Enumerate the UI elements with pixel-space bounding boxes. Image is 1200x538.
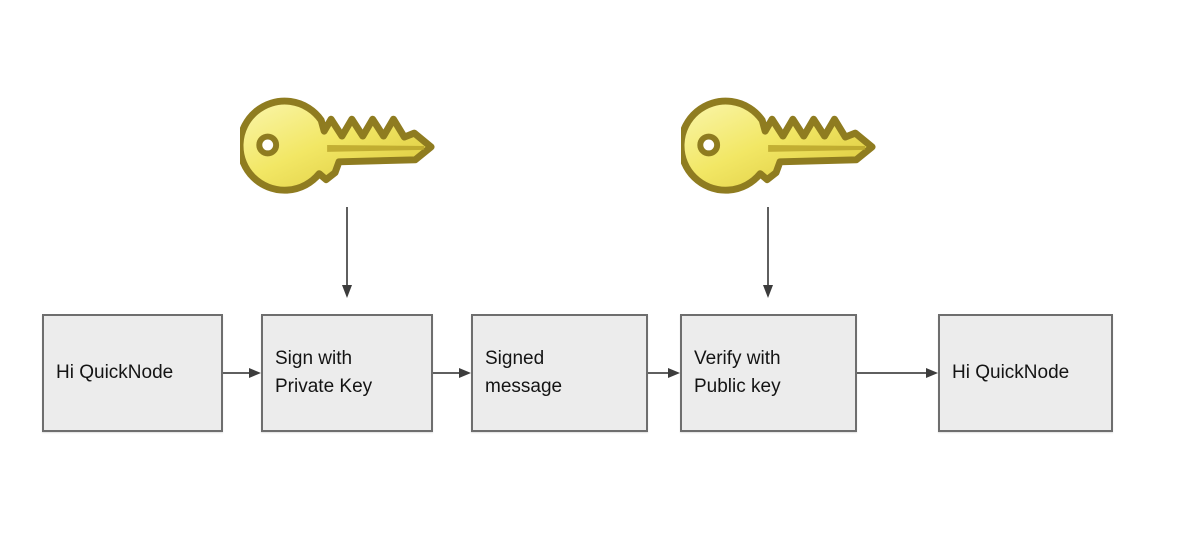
arrow-right-icon-2 xyxy=(433,368,471,378)
node-verify-with-public-key: Verify with Public key xyxy=(680,314,857,432)
node-original-message: Hi QuickNode xyxy=(42,314,223,432)
node-label: Hi QuickNode xyxy=(56,362,174,383)
arrow-down-icon-public-key xyxy=(763,207,773,298)
arrow-right-icon-1 xyxy=(223,368,261,378)
node-verified-message: Hi QuickNode xyxy=(938,314,1113,432)
node-sign-with-private-key: Sign with Private Key xyxy=(261,314,433,432)
node-label: Verify with Public key xyxy=(694,348,781,397)
arrow-right-icon-4 xyxy=(857,368,938,378)
node-label: Signed message xyxy=(485,348,563,397)
node-signed-message: Signed message xyxy=(471,314,648,432)
node-label: Sign with Private Key xyxy=(275,348,373,397)
arrow-down-icon-private-key xyxy=(342,207,352,298)
node-label: Hi QuickNode xyxy=(952,362,1070,383)
arrow-right-icon-3 xyxy=(648,368,680,378)
public-key-icon xyxy=(681,86,879,200)
private-key-icon xyxy=(240,86,438,200)
